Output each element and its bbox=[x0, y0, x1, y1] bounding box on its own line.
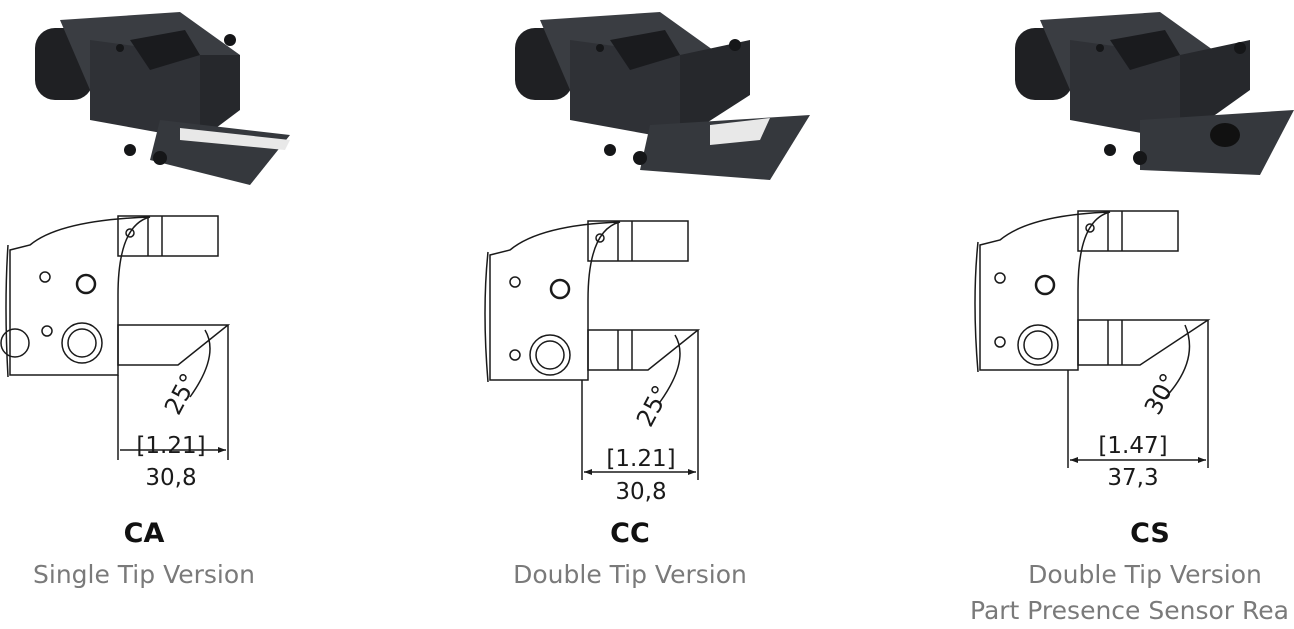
gripper-photo bbox=[35, 12, 290, 185]
gripper-photo bbox=[1015, 12, 1294, 175]
variant-description: Single Tip Version bbox=[33, 560, 255, 589]
variant-description-secondary: Part Presence Sensor Rea bbox=[970, 596, 1289, 625]
variant-code: CA bbox=[123, 518, 165, 549]
gripper-drawing bbox=[974, 210, 1211, 468]
dimension-mm: 30,8 bbox=[615, 479, 667, 505]
dimension-inches: [1.21] bbox=[136, 433, 206, 459]
dimension-inches: [1.47] bbox=[1098, 433, 1168, 459]
gripper-drawing bbox=[484, 220, 701, 480]
variant-panel-cs: [1.47] 37,3 30° CS Double Tip Version Pa… bbox=[940, 0, 1294, 629]
variant-panel-ca: [1.21] 30,8 25° CA Single Tip Version bbox=[0, 0, 400, 629]
gripper-photo bbox=[515, 12, 810, 180]
variant-description: Double Tip Version bbox=[513, 560, 747, 589]
variant-code: CS bbox=[1130, 518, 1170, 549]
variant-panel-cc: [1.21] 30,8 25° CC Double Tip Version bbox=[470, 0, 870, 629]
dimension-mm: 30,8 bbox=[145, 465, 197, 491]
gripper-drawing bbox=[0, 215, 231, 460]
variant-description: Double Tip Version bbox=[1028, 560, 1262, 589]
dimension-mm: 37,3 bbox=[1107, 465, 1159, 491]
variant-code: CC bbox=[610, 518, 650, 549]
dimension-inches: [1.21] bbox=[606, 446, 676, 472]
